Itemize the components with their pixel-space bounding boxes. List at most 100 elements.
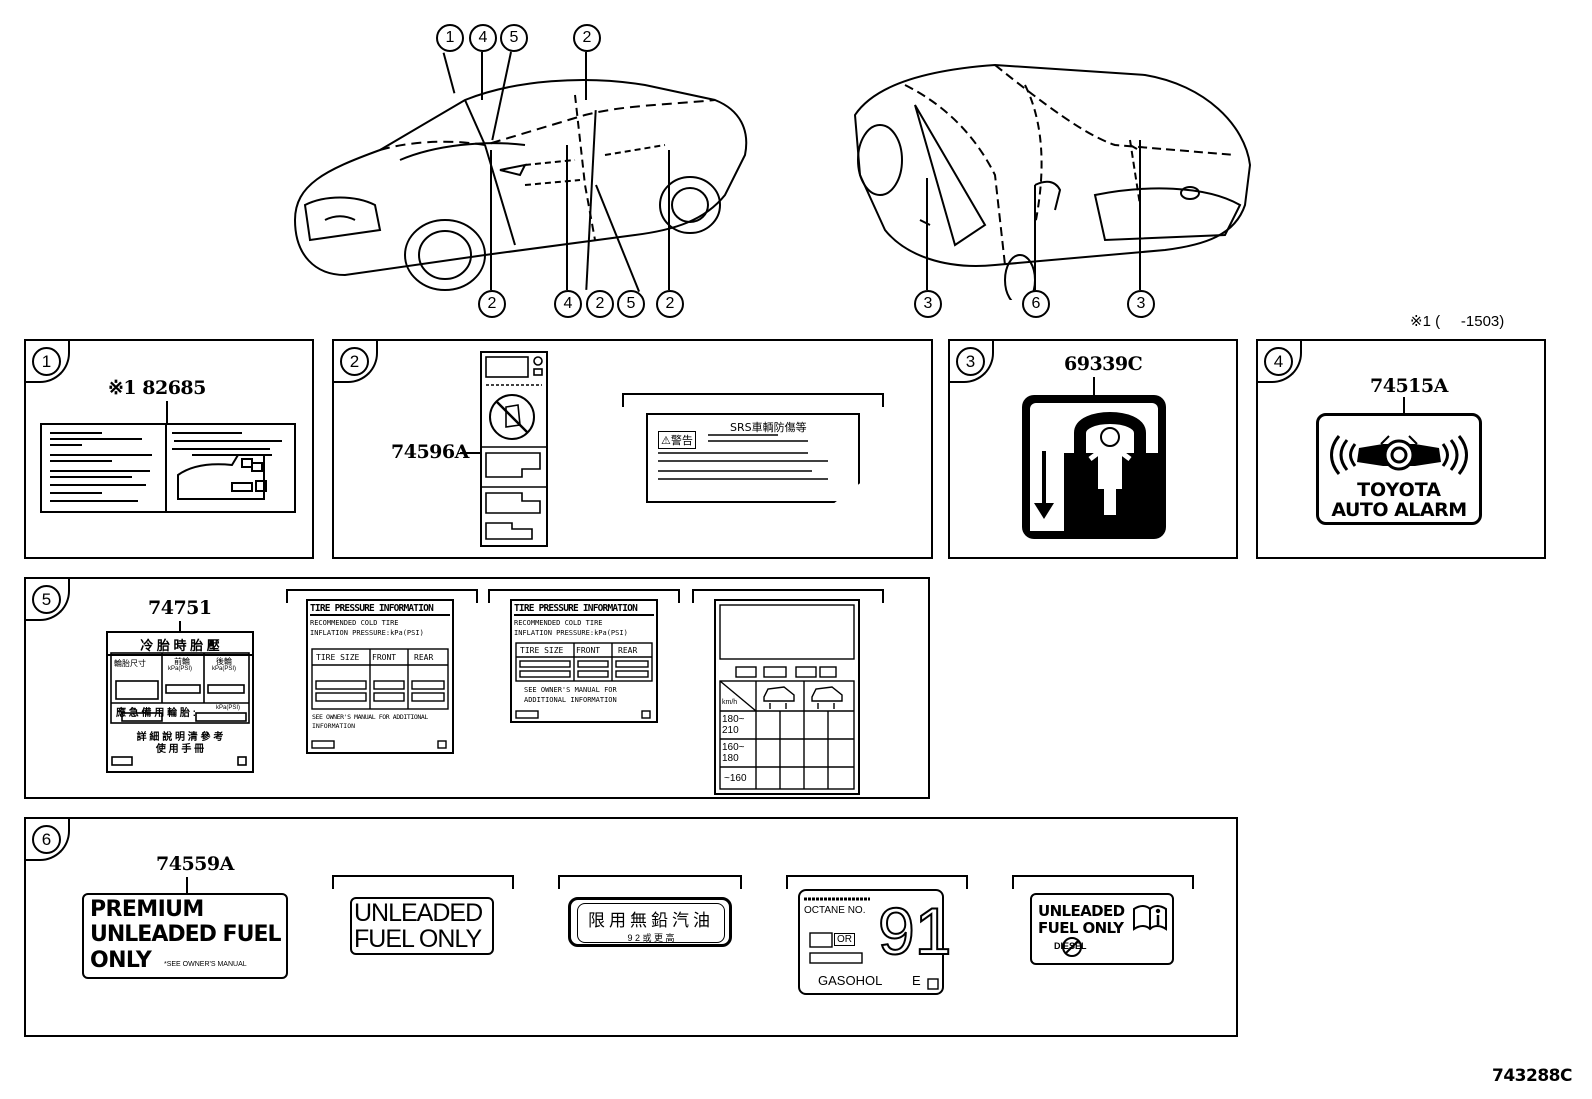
cn-col2b: kPa(PSI) <box>168 666 193 672</box>
cn-spare-unit: kPa(PSI) <box>216 705 241 711</box>
unleaded-fuel-label: UNLEADED FUEL ONLY <box>350 897 494 955</box>
tp2-title: TIRE PRESSURE INFORMATION <box>514 603 654 616</box>
panel-1-leader <box>166 401 168 423</box>
cn-spare: 應 急 備 用 輪 胎 : <box>116 708 196 719</box>
panel-1-part-number: ※1 82685 <box>108 377 206 399</box>
panel-3-part-number: 69339C <box>1064 353 1143 375</box>
panel-2-bracket <box>622 393 884 407</box>
child-lock-icon <box>1020 393 1168 541</box>
leader-4 <box>481 52 483 100</box>
cn-col3: 後輪 <box>216 657 232 666</box>
tire-label-chinese: 冷 胎 時 胎 壓 輪胎尺寸 前輪 kPa(PSI) 後輪 kPa(PSI) 應… <box>106 631 254 773</box>
panel-4: 4 74515A TOYOTA AUTO ALARM <box>1256 339 1546 559</box>
leader-2c <box>668 150 670 290</box>
premium-line-1: PREMIUM <box>90 897 204 922</box>
panel-4-part-number: 74515A <box>1370 375 1448 397</box>
tire-pressure-label-1: TIRE PRESSURE INFORMATION RECOMMENDED CO… <box>306 599 454 754</box>
premium-note: *SEE OWNER'S MANUAL <box>164 961 247 968</box>
tire-pressure-label-2: TIRE PRESSURE INFORMATION RECOMMENDED CO… <box>510 599 658 723</box>
panel-3: 3 69339C <box>948 339 1238 559</box>
tp1-h1: TIRE SIZE <box>316 653 360 662</box>
tp2-line1: RECOMMENDED COLD TIRE <box>514 619 603 627</box>
panel-6-tab: 6 <box>26 819 70 861</box>
octane-text: OCTANE NO. <box>804 905 866 916</box>
gasohol-e: E <box>912 973 921 988</box>
tp2-bracket <box>488 589 680 603</box>
panel-3-tab: 3 <box>950 341 994 383</box>
panel-5-leader <box>179 621 181 633</box>
premium-line-3: ONLY <box>90 948 152 973</box>
callout-2-bottom-a: 2 <box>478 290 506 318</box>
diesel-text: DIESEL <box>1054 941 1087 951</box>
tp2-h3: REAR <box>618 646 638 655</box>
srs-warning-badge: ⚠警告 <box>658 431 696 449</box>
chinese-fuel-label: 限用無鉛汽油 9 2 或 更 高 <box>568 897 732 947</box>
premium-line-2: UNLEADED FUEL <box>90 922 281 947</box>
panel-4-leader <box>1403 397 1405 415</box>
panel-6-leader <box>186 877 188 893</box>
leader-3a <box>926 178 928 290</box>
panel-6-part-number: 74559A <box>156 853 234 875</box>
panel-2-number: 2 <box>340 347 369 376</box>
tp1-foot1: SEE OWNER'S MANUAL FOR ADDITIONAL <box>312 713 428 721</box>
tp1-h3: REAR <box>414 653 434 662</box>
premium-fuel-label: PREMIUM UNLEADED FUEL ONLY *SEE OWNER'S … <box>82 893 288 979</box>
panel-1-tab: 1 <box>26 341 70 383</box>
callout-5-top: 5 <box>500 24 528 52</box>
diesel-line-1: UNLEADED <box>1038 902 1125 920</box>
panel-5-part-number: 74751 <box>148 597 212 619</box>
tp1-line1: RECOMMENDED COLD TIRE <box>310 619 399 627</box>
octane-or: OR <box>834 933 855 946</box>
panel-2-leader <box>460 452 482 454</box>
panel-1-number: 1 <box>32 347 61 376</box>
leader-6 <box>1034 185 1036 290</box>
tp2-h1: TIRE SIZE <box>520 646 564 655</box>
panel-1: 1 ※1 82685 <box>24 339 314 559</box>
callout-2-bottom-c: 2 <box>656 290 684 318</box>
srs-warning-label: SRS車輌防傷等 ⚠警告 <box>646 413 860 503</box>
cn-title: 冷 胎 時 胎 壓 <box>108 635 252 656</box>
tp2-line2: INFLATION PRESSURE:kPa(PSI) <box>514 629 628 637</box>
tp1-line2: INFLATION PRESSURE:kPa(PSI) <box>310 629 424 637</box>
diesel-line-2: FUEL ONLY <box>1038 919 1124 937</box>
panel-6: 6 74559A PREMIUM UNLEADED FUEL ONLY *SEE… <box>24 817 1238 1037</box>
cn-fuel-line-1: 限用無鉛汽油 9 2 或 更 高 <box>577 903 725 943</box>
unleaded-line-1: UNLEADED <box>354 899 483 927</box>
rear-car-illustration <box>845 45 1265 300</box>
auto-alarm-label: TOYOTA AUTO ALARM <box>1316 413 1482 525</box>
tp1-foot2: INFORMATION <box>312 722 356 730</box>
callout-2-bottom-b: 2 <box>586 290 614 318</box>
octane-bracket <box>786 875 968 889</box>
leader-2-top <box>585 52 587 100</box>
srs-title: SRS車輌防傷等 <box>730 421 807 434</box>
callout-4-bottom: 4 <box>554 290 582 318</box>
tp2-h2: FRONT <box>576 646 601 655</box>
alarm-line-2: AUTO ALARM <box>1331 499 1467 521</box>
callout-1-top: 1 <box>436 24 464 52</box>
speed-row-2: 160~ 180 <box>722 742 745 764</box>
tp1-bracket <box>286 589 478 603</box>
front-car-illustration <box>285 45 765 300</box>
leader-3b <box>1139 140 1141 290</box>
drawing-id: 743288C <box>1492 1066 1572 1086</box>
cn-fuel-bracket <box>558 875 742 889</box>
speed-row-3: ~160 <box>724 773 747 784</box>
cn-fuel-octane: 9 2 或 更 高 <box>627 933 675 943</box>
callout-4-top: 4 <box>469 24 497 52</box>
cn-fuel-text: 限用無鉛汽油 <box>588 911 714 930</box>
callout-6-right: 6 <box>1022 290 1050 318</box>
callout-3-right-b: 3 <box>1127 290 1155 318</box>
panel-3-leader <box>1093 377 1095 395</box>
unleaded-diesel-label: UNLEADED FUEL ONLY DIESEL <box>1030 893 1174 965</box>
octane-label: OCTANE NO. OR 91 GASOHOL E <box>798 889 952 995</box>
tp1-h2: FRONT <box>372 653 397 662</box>
airbag-warning-label <box>480 351 548 547</box>
speed-unit: km/h <box>722 699 738 706</box>
cn-col3b: kPa(PSI) <box>212 666 237 672</box>
panel-5-tab: 5 <box>26 579 70 621</box>
gasohol-text: GASOHOL <box>818 973 883 988</box>
cn-col2: 前輪 <box>174 657 190 666</box>
cn-col1: 輪胎尺寸 <box>114 659 146 668</box>
panel-4-number: 4 <box>1264 347 1293 376</box>
tp2-foot1: SEE OWNER'S MANUAL FOR <box>524 686 617 694</box>
